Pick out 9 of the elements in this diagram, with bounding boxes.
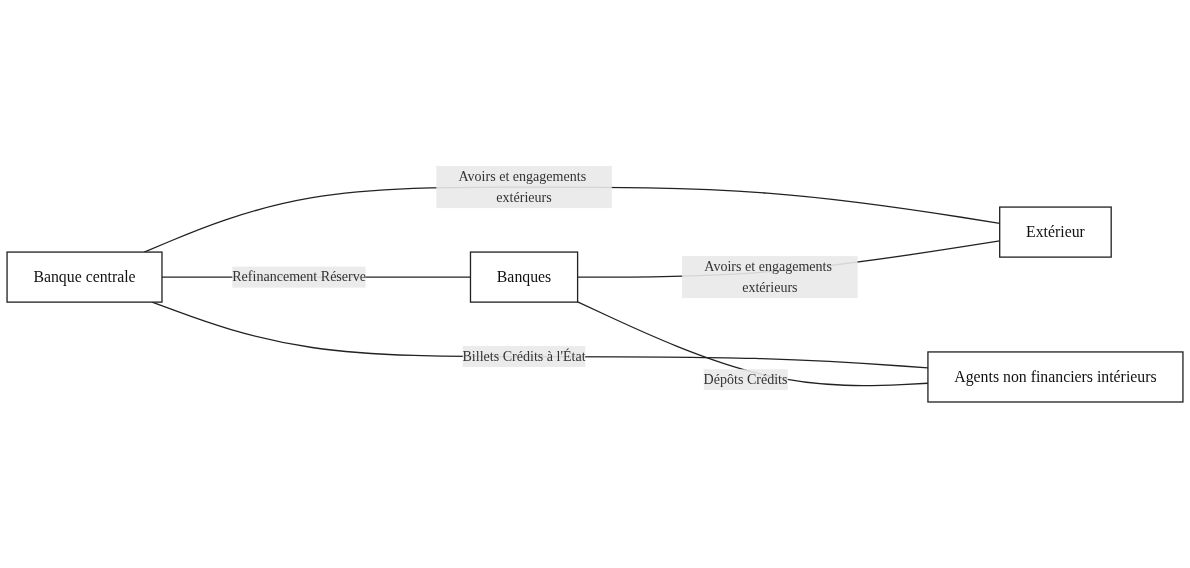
edge-label: Avoirs et engagements extérieurs — [704, 258, 832, 295]
node-box: Agents non financiers intérieurs — [927, 351, 1184, 403]
node-box: Extérieur — [999, 206, 1112, 258]
edge-label: Billets Crédits à l'État — [462, 348, 586, 364]
edge-label: Dépôts Crédits — [703, 371, 788, 387]
edge-label: Avoirs et engagements extérieurs — [458, 168, 587, 205]
node-box: Banque centrale — [6, 251, 163, 303]
node-box: Banques — [469, 251, 579, 303]
edge-label: Refinancement Réserve — [232, 269, 366, 285]
